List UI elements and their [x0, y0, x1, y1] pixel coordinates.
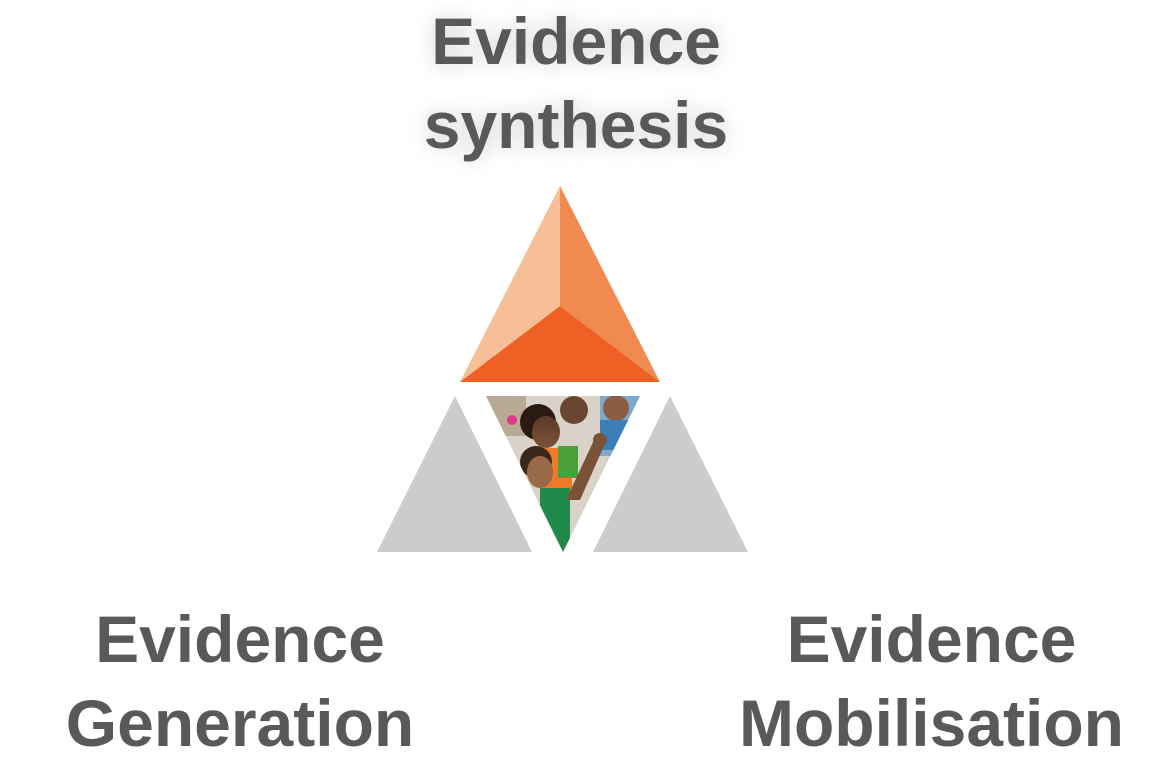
evidence-generation-line2: Generation — [65, 685, 415, 760]
evidence-generation-line1: Evidence — [95, 602, 385, 676]
evidence-synthesis-triangle — [460, 186, 660, 382]
evidence-mobilisation-label: Evidence Mobilisation — [700, 598, 1163, 766]
evidence-mobilisation-line1: Evidence — [786, 602, 1077, 676]
pyramid-face-bottom — [460, 306, 660, 382]
evidence-synthesis-line2: synthesis — [423, 87, 729, 162]
pyramid-face-left — [460, 186, 560, 382]
pyramid-face-right — [560, 186, 660, 382]
evidence-generation-label: Evidence Generation — [0, 598, 480, 766]
evidence-synthesis-line1: Evidence — [431, 4, 721, 78]
evidence-mobilisation-line2: Mobilisation — [739, 685, 1124, 760]
evidence-generation-triangle — [377, 396, 532, 552]
evidence-mobilisation-triangle — [593, 396, 748, 552]
evidence-synthesis-label: Evidence synthesis — [376, 0, 776, 168]
